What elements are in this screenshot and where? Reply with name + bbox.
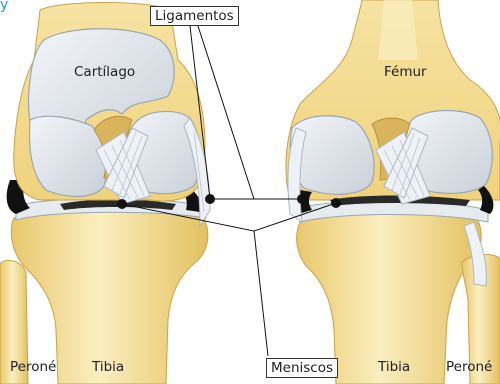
tibia-left-label: Tibia [92,359,124,375]
left-knee [0,3,210,384]
dot-meniscus-right [331,198,341,208]
meniscos-label: Meniscos [266,358,338,378]
left-tibia [11,208,208,384]
femur-label: Fémur [384,64,427,80]
perone-right-label: Peroné [446,359,492,375]
perone-left-label: Peroné [10,359,56,375]
cartilago-label: Cartílago [74,64,135,80]
dot-ligament-left [205,194,215,204]
tibia-right-label: Tibia [378,359,410,375]
dot-ligament-right [297,194,307,204]
dot-meniscus-left [117,199,127,209]
ligamentos-label: Ligamentos [150,6,239,26]
right-cartilage [291,116,375,195]
cropped-heading-fragment: y [0,0,8,13]
right-knee [286,0,500,384]
